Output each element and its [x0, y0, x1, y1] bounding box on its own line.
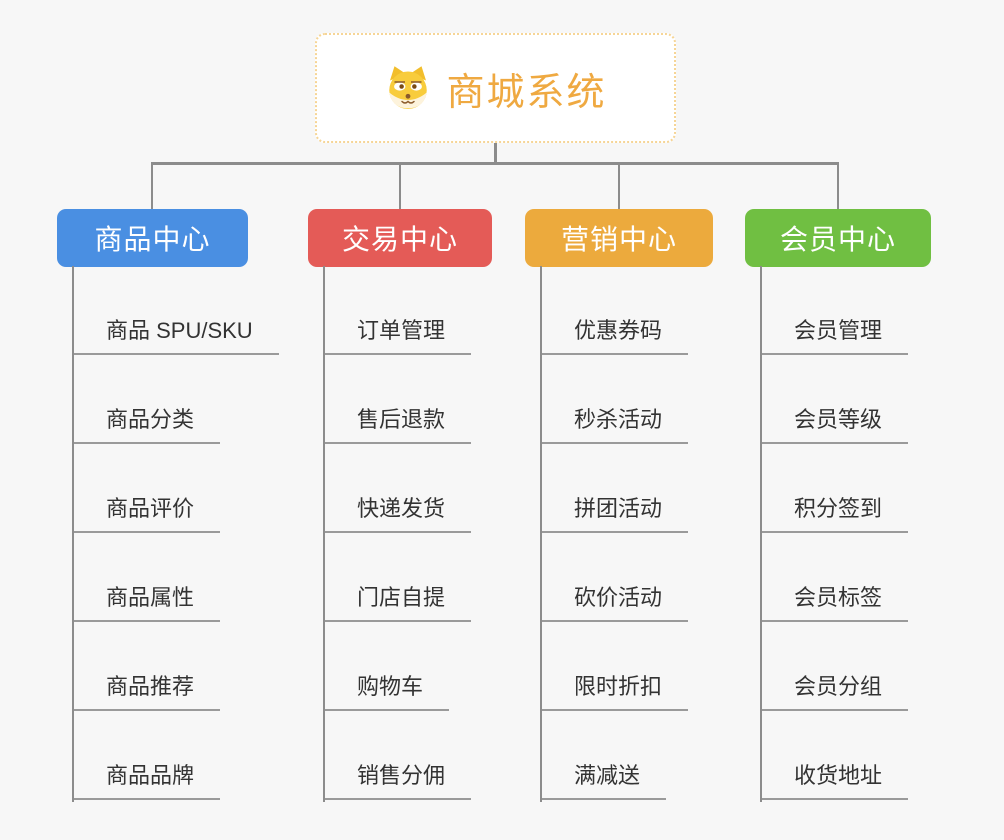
dog-face-icon	[384, 64, 432, 112]
child-node[interactable]: 商品推荐	[72, 669, 221, 711]
connector-horizontal	[151, 162, 839, 165]
child-node[interactable]: 优惠券码	[540, 313, 689, 355]
child-node[interactable]: 商品 SPU/SKU	[72, 313, 279, 355]
child-node[interactable]: 满减送	[540, 758, 667, 800]
child-node[interactable]: 销售分佣	[323, 758, 472, 800]
child-node[interactable]: 会员分组	[760, 669, 909, 711]
child-node[interactable]: 商品属性	[72, 580, 221, 622]
connector-root-trunk	[494, 143, 497, 164]
connector-drop-trade	[399, 164, 401, 210]
branch-node-marketing-center[interactable]: 营销中心	[525, 209, 713, 267]
connector-drop-marketing	[618, 164, 620, 210]
child-node[interactable]: 订单管理	[323, 313, 472, 355]
branch-label: 营销中心	[560, 224, 677, 255]
child-node[interactable]: 拼团活动	[540, 491, 689, 533]
connector-branch-trunk	[323, 266, 325, 802]
branch-label: 交易中心	[341, 224, 458, 255]
connector-branch-trunk	[540, 266, 542, 802]
child-node[interactable]: 门店自提	[323, 580, 472, 622]
connector-drop-product	[151, 164, 153, 210]
child-node[interactable]: 砍价活动	[540, 580, 689, 622]
root-title: 商城系统	[446, 71, 607, 114]
connector-branch-trunk	[760, 266, 762, 802]
child-node[interactable]: 购物车	[323, 669, 450, 711]
child-node[interactable]: 会员标签	[760, 580, 909, 622]
child-node[interactable]: 快递发货	[323, 491, 472, 533]
connector-drop-member	[837, 164, 839, 210]
child-node[interactable]: 商品评价	[72, 491, 221, 533]
branch-children-member: 会员管理 会员等级 积分签到 会员标签 会员分组 收货地址	[760, 266, 1000, 802]
branch-label: 会员中心	[779, 224, 896, 255]
child-node[interactable]: 会员管理	[760, 313, 909, 355]
branch-node-product-center[interactable]: 商品中心	[57, 209, 248, 267]
child-node[interactable]: 商品分类	[72, 402, 221, 444]
child-node[interactable]: 商品品牌	[72, 758, 221, 800]
branch-node-trade-center[interactable]: 交易中心	[308, 209, 492, 267]
branch-children-trade: 订单管理 售后退款 快递发货 门店自提 购物车 销售分佣	[323, 266, 563, 802]
branch-label: 商品中心	[94, 224, 211, 255]
connector-branch-trunk	[72, 266, 74, 802]
branch-children-marketing: 优惠券码 秒杀活动 拼团活动 砍价活动 限时折扣 满减送	[540, 266, 780, 802]
child-node[interactable]: 限时折扣	[540, 669, 689, 711]
child-node[interactable]: 会员等级	[760, 402, 909, 444]
root-node[interactable]: 商城系统	[315, 33, 676, 143]
child-node[interactable]: 收货地址	[760, 758, 909, 800]
child-node[interactable]: 积分签到	[760, 491, 909, 533]
child-node[interactable]: 售后退款	[323, 402, 472, 444]
branch-children-product: 商品 SPU/SKU 商品分类 商品评价 商品属性 商品推荐 商品品牌	[72, 266, 312, 802]
child-node[interactable]: 秒杀活动	[540, 402, 689, 444]
branch-node-member-center[interactable]: 会员中心	[745, 209, 931, 267]
